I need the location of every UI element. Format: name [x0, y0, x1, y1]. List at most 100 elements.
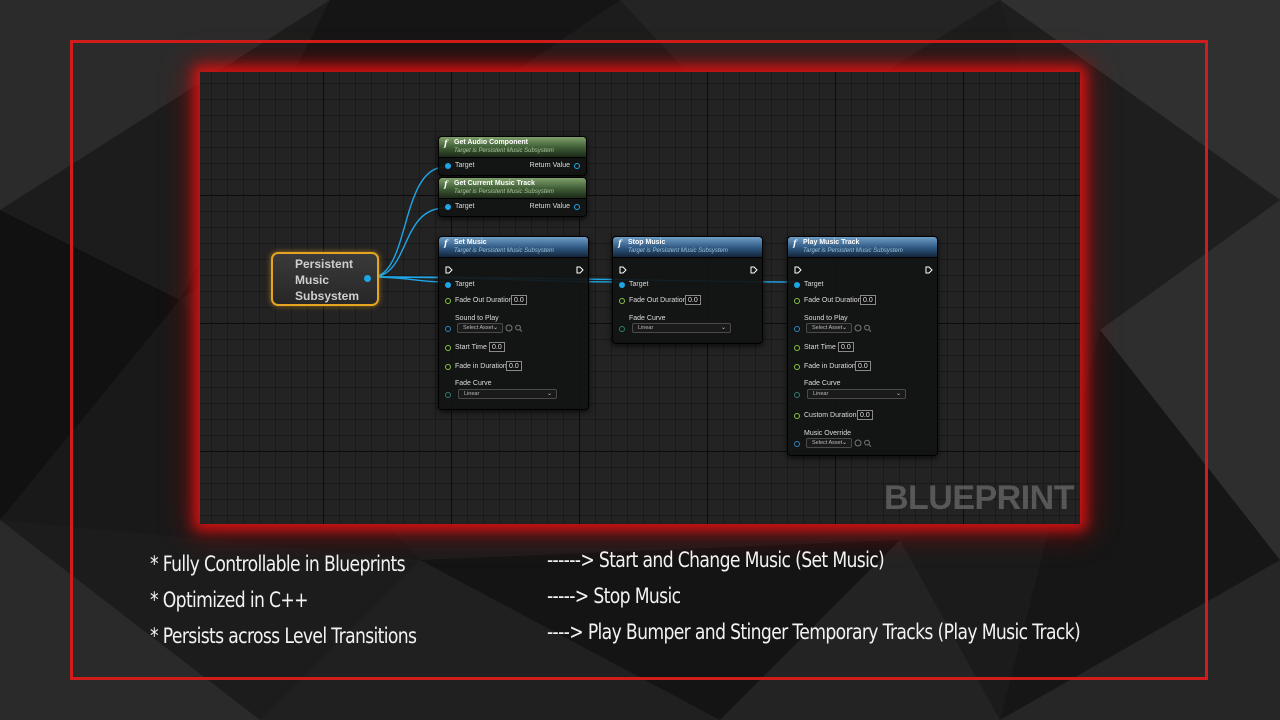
exec-pin-row: [613, 263, 762, 275]
target-input-pin[interactable]: [445, 282, 451, 288]
start-time-label: Start Time: [455, 344, 487, 351]
function-icon: f: [444, 138, 448, 148]
sound-to-play-label: Sound to Play: [455, 315, 499, 322]
custom-duration-row: Custom Duration 0.0: [788, 410, 937, 422]
fade-curve-pin[interactable]: [794, 392, 800, 398]
fade-in-duration-pin[interactable]: [445, 364, 451, 370]
blueprint-graph-canvas[interactable]: Persistent Music Subsystem f Get Audio C…: [200, 72, 1080, 524]
node-header: f Get Audio Component Target is Persiste…: [439, 137, 586, 158]
sound-to-play-pin[interactable]: [445, 326, 451, 332]
fade-out-duration-label: Fade Out Duration: [804, 297, 862, 304]
fade-curve-value: Linear: [638, 325, 654, 331]
get-current-music-track-node[interactable]: f Get Current Music Track Target is Pers…: [438, 177, 587, 217]
target-input-pin[interactable]: [445, 163, 451, 169]
fade-in-duration-label: Fade in Duration: [455, 363, 507, 370]
chevron-down-icon: ⌄: [720, 325, 726, 331]
start-time-pin[interactable]: [445, 345, 451, 351]
target-label: Target: [804, 281, 824, 288]
fade-out-duration-pin[interactable]: [794, 298, 800, 304]
fade-curve-row: Linear⌄: [439, 389, 588, 401]
function-icon: f: [444, 238, 448, 248]
music-override-label: Music Override: [804, 430, 852, 437]
return-value-output-pin[interactable]: [574, 204, 580, 210]
target-input-pin[interactable]: [619, 282, 625, 288]
return-value-output-pin[interactable]: [574, 163, 580, 169]
sound-to-play-row: Select Asset⌄: [788, 323, 937, 335]
chevron-down-icon: ⌄: [841, 325, 847, 331]
blueprint-watermark: BLUEPRINT: [883, 479, 1075, 517]
return-value-label: Return Value: [529, 162, 570, 169]
fade-curve-select[interactable]: Linear⌄: [807, 389, 906, 399]
fade-curve-pin[interactable]: [445, 392, 451, 398]
get-audio-component-node[interactable]: f Get Audio Component Target is Persiste…: [438, 136, 587, 176]
music-override-pin[interactable]: [794, 441, 800, 447]
target-pin-row: Target: [613, 279, 762, 291]
red-frame-border: [70, 40, 1208, 680]
node-title: Get Current Music Track: [454, 180, 535, 187]
node-title: Set Music: [454, 239, 487, 246]
fade-curve-select[interactable]: Linear ⌄: [632, 323, 731, 333]
browse-asset-icon[interactable]: [854, 324, 872, 332]
sound-to-play-label-row: Sound to Play: [788, 313, 937, 325]
sound-to-play-row: Select Asset⌄: [439, 323, 588, 335]
browse-asset-icon[interactable]: [505, 324, 523, 332]
sound-to-play-select[interactable]: Select Asset⌄: [457, 323, 503, 333]
music-override-label-row: Music Override: [788, 428, 937, 440]
sound-to-play-select[interactable]: Select Asset⌄: [806, 323, 852, 333]
variable-output-pin[interactable]: [364, 275, 371, 282]
play-music-track-node[interactable]: f Play Music Track Target is Persistent …: [787, 236, 938, 456]
node-header: f Stop Music Target is Persistent Music …: [613, 237, 762, 258]
custom-duration-input[interactable]: 0.0: [857, 410, 873, 420]
fade-in-duration-input[interactable]: 0.0: [506, 361, 522, 371]
fade-out-duration-label: Fade Out Duration: [629, 297, 687, 304]
fade-out-duration-input[interactable]: 0.0: [860, 295, 876, 305]
fade-in-duration-row: Fade in Duration 0.0: [788, 361, 937, 373]
select-asset-text: Select Asset: [463, 325, 494, 331]
exec-pin-row: [439, 263, 588, 275]
persistent-music-subsystem-variable-node[interactable]: Persistent Music Subsystem: [271, 252, 379, 306]
target-pin-row: Target: [788, 279, 937, 291]
node-subtitle: Target is Persistent Music Subsystem: [628, 248, 728, 254]
start-time-input[interactable]: 0.0: [838, 342, 854, 352]
description-line-2: -----> Stop Music: [547, 584, 681, 608]
description-line-1: ------> Start and Change Music (Set Musi…: [547, 548, 885, 572]
fade-curve-label: Fade Curve: [629, 315, 666, 322]
start-time-row: Start Time 0.0: [788, 342, 937, 354]
target-label: Target: [455, 162, 475, 169]
chevron-down-icon: ⌄: [841, 440, 847, 446]
fade-curve-value: Linear: [464, 391, 480, 397]
function-icon: f: [793, 238, 797, 248]
start-time-input[interactable]: 0.0: [489, 342, 505, 352]
music-override-select[interactable]: Select Asset⌄: [806, 438, 852, 448]
fade-out-duration-pin[interactable]: [445, 298, 451, 304]
fade-curve-pin[interactable]: [619, 326, 625, 332]
fade-out-duration-row: Fade Out Duration 0.0: [439, 295, 588, 307]
target-input-pin[interactable]: [794, 282, 800, 288]
feature-line-2: * Optimized in C++: [150, 588, 309, 612]
fade-curve-label: Fade Curve: [804, 380, 841, 387]
start-time-pin[interactable]: [794, 345, 800, 351]
fade-curve-label-row: Fade Curve: [439, 378, 588, 390]
fade-in-duration-input[interactable]: 0.0: [855, 361, 871, 371]
node-title: Play Music Track: [803, 239, 860, 246]
start-time-row: Start Time 0.0: [439, 342, 588, 354]
custom-duration-pin[interactable]: [794, 413, 800, 419]
fade-curve-row: Linear⌄: [788, 389, 937, 401]
fade-out-duration-pin[interactable]: [619, 298, 625, 304]
music-override-row: Select Asset⌄: [788, 438, 937, 450]
target-input-pin[interactable]: [445, 204, 451, 210]
fade-in-duration-pin[interactable]: [794, 364, 800, 370]
node-title: Get Audio Component: [454, 139, 529, 146]
stop-music-node[interactable]: f Stop Music Target is Persistent Music …: [612, 236, 763, 344]
fade-out-duration-input[interactable]: 0.0: [685, 295, 701, 305]
sound-to-play-pin[interactable]: [794, 326, 800, 332]
set-music-node[interactable]: f Set Music Target is Persistent Music S…: [438, 236, 589, 410]
browse-asset-icon[interactable]: [854, 439, 872, 447]
return-value-label: Return Value: [529, 203, 570, 210]
fade-out-duration-label: Fade Out Duration: [455, 297, 513, 304]
node-header: f Play Music Track Target is Persistent …: [788, 237, 937, 258]
fade-out-duration-input[interactable]: 0.0: [511, 295, 527, 305]
select-asset-text: Select Asset: [812, 440, 843, 446]
fade-curve-select[interactable]: Linear⌄: [458, 389, 557, 399]
node-header: f Set Music Target is Persistent Music S…: [439, 237, 588, 258]
